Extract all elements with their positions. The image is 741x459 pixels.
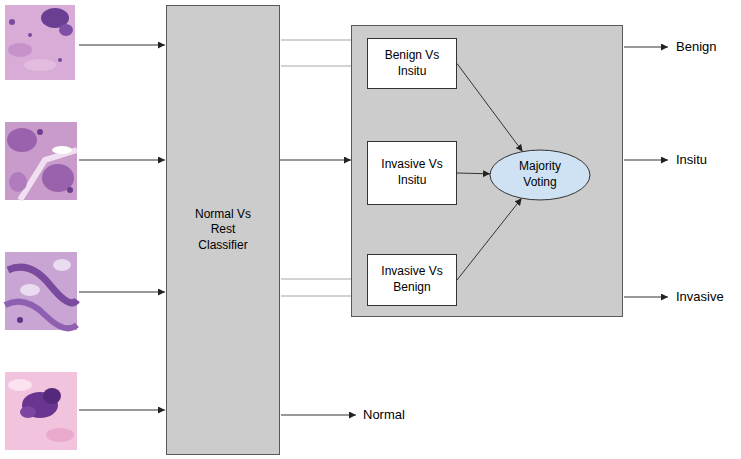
histology-image	[5, 252, 77, 330]
histology-image	[5, 122, 77, 200]
input-arrow	[79, 45, 165, 46]
process-box: Benign Vs Insitu	[367, 38, 457, 89]
class-label: Normal	[363, 407, 405, 423]
class-label: Invasive	[676, 289, 724, 305]
label-slot: Benign	[676, 39, 716, 55]
node-text: Invasive Vs Insitu	[377, 157, 447, 188]
label-slot: Invasive	[676, 289, 724, 305]
input-arrow	[79, 160, 165, 161]
process-box: Invasive Vs Insitu	[367, 141, 457, 205]
class-label: Benign	[676, 39, 716, 55]
histology-image	[5, 372, 77, 450]
output-arrow	[624, 160, 668, 161]
output-arrow	[624, 47, 668, 48]
process-box: Invasive Vs Benign	[367, 254, 457, 306]
bus-line	[281, 66, 351, 67]
voting-ellipse: Majority Voting	[489, 149, 591, 201]
histology-image	[5, 5, 75, 80]
node-text: Normal Vs Rest Classifier	[190, 207, 256, 254]
bus-line	[281, 296, 351, 297]
output-arrow	[624, 297, 668, 298]
label-slot: Normal	[363, 407, 405, 423]
bus-line	[281, 40, 351, 41]
input-arrow	[79, 292, 165, 293]
ellipse-shape	[490, 150, 590, 200]
node-text: Benign Vs Insitu	[377, 48, 447, 79]
node-text: Invasive Vs Benign	[377, 264, 447, 295]
ensemble-panel: Benign Vs InsituInvasive Vs InsituInvasi…	[351, 25, 623, 317]
bus-line	[281, 279, 351, 280]
node-text: Majority Voting	[505, 159, 575, 190]
output-arrow	[281, 415, 356, 416]
input-arrow	[79, 410, 165, 411]
label-slot: Insitu	[676, 152, 707, 168]
class-label: Insitu	[676, 152, 707, 168]
classifier-box: Normal Vs Rest Classifier	[166, 5, 280, 455]
connector-arrow	[280, 160, 351, 161]
